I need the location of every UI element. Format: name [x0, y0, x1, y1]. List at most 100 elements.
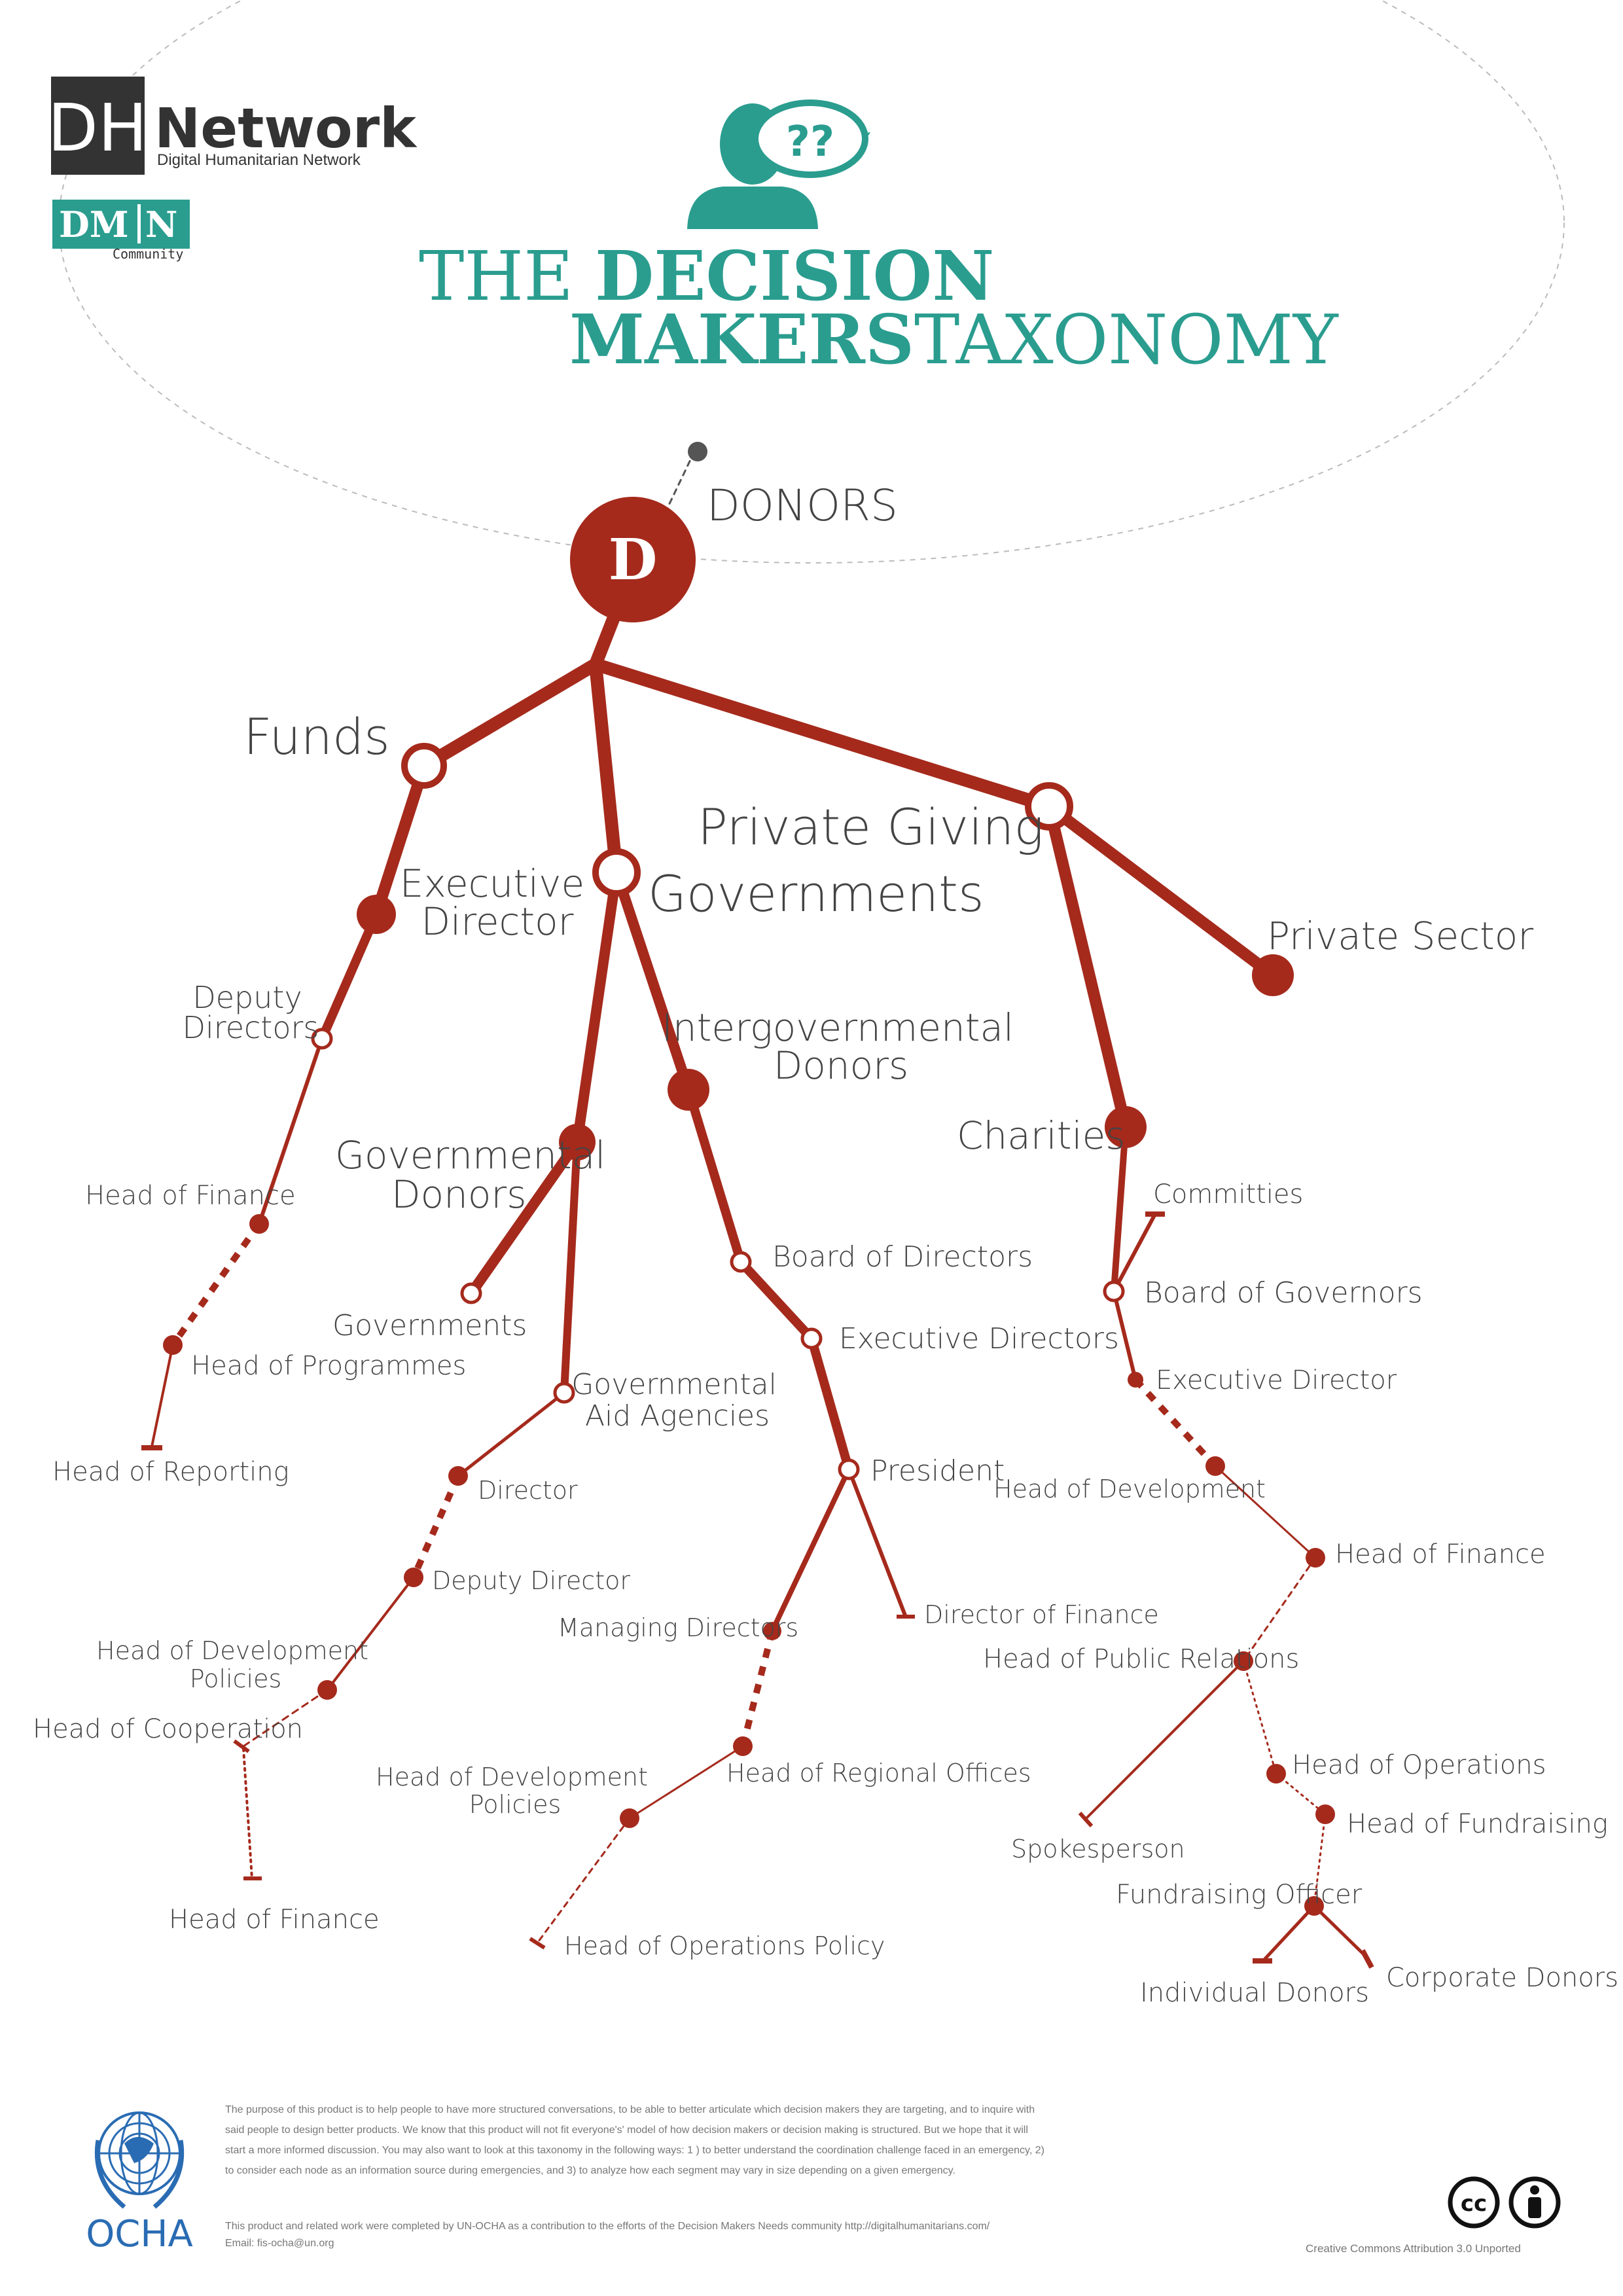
node-ch-head-dev: [1205, 1456, 1225, 1476]
background-dashed-ellipse: [58, 0, 1565, 564]
decision-maker-person-icon: ??: [687, 99, 870, 229]
label-funds-head-reporting: Head of Reporting: [52, 1457, 289, 1487]
node-gov-governments: [460, 1282, 482, 1304]
label-deputy-directors-1: Deputy: [192, 980, 302, 1015]
footer-license: Creative Commons Attribution 3.0 Unporte…: [1306, 2242, 1521, 2255]
node-funds-head-programmes: [163, 1335, 183, 1355]
label-gov-aid-1: Governmental: [571, 1368, 777, 1401]
label-gov-donors-1: Governmental: [335, 1133, 605, 1177]
edge-hub-funds: [418, 658, 602, 772]
ocha-logo: OCHA: [86, 2111, 193, 2255]
node-inter-exec: [800, 1327, 823, 1350]
tree-nodes: D: [163, 442, 1335, 1916]
label-inter-president: President: [870, 1454, 1005, 1488]
un-emblem-icon: [94, 2111, 185, 2209]
label-gov-aid-2: Aid Agencies: [585, 1399, 770, 1433]
label-private-sector: Private Sector: [1267, 914, 1533, 958]
label-gov-head-dev-2: Policies: [190, 1664, 282, 1693]
label-gov-head-coop: Head of Cooperation: [33, 1714, 303, 1744]
label-funds-head-finance: Head of Finance: [85, 1181, 296, 1211]
edge-hub-private: [589, 658, 1056, 813]
label-ch-head-fund: Head of Fundraising: [1347, 1809, 1608, 1839]
node-donors-letter: D: [609, 527, 658, 593]
label-charities: Charities: [957, 1113, 1126, 1158]
node-ch-head-fund: [1315, 1804, 1335, 1824]
label-ch-head-pr: Head of Public Relations: [983, 1644, 1299, 1674]
label-governments: Governments: [648, 865, 984, 923]
node-ch-head-finance: [1306, 1548, 1325, 1568]
label-inter-dir-finance: Director of Finance: [924, 1600, 1159, 1629]
cc-icon: [1448, 2176, 1500, 2229]
node-inter-board: [730, 1251, 752, 1273]
label-inter-head-dev-1: Head of Development: [376, 1763, 648, 1791]
node-governments: [592, 848, 641, 897]
title-the: THE: [419, 236, 595, 316]
label-gov-head-dev-1: Head of Development: [96, 1636, 368, 1665]
node-root-dot: [688, 442, 707, 461]
node-gov-aid-agencies: [553, 1382, 575, 1404]
dmn-logo-community: Community: [113, 246, 183, 262]
node-ch-exec: [1128, 1372, 1143, 1388]
node-executive-director: [357, 895, 396, 934]
footer-credit-text: This product and related work were compl…: [225, 2221, 990, 2232]
label-ch-fund-officer: Fundraising Officer: [1116, 1880, 1363, 1910]
dh-logo-mark: [51, 77, 145, 175]
label-ch-spokes: Spokesperson: [1011, 1835, 1185, 1863]
label-gov-head-finance: Head of Finance: [169, 1905, 380, 1935]
node-charities: [1105, 1106, 1147, 1148]
label-inter-board: Board of Directors: [772, 1240, 1033, 1274]
node-inter-president: [838, 1458, 860, 1480]
node-funds: [401, 743, 447, 789]
label-gov-director: Director: [478, 1476, 578, 1505]
node-ch-fund-officer: [1304, 1896, 1324, 1916]
label-exec-director-2: Director: [421, 899, 574, 944]
title-makers: MAKERS: [569, 299, 914, 380]
dmn-logo-n: N: [145, 204, 177, 245]
footer-email: Email: fis-ocha@un.org: [225, 2238, 334, 2249]
label-ch-head-finance: Head of Finance: [1335, 1539, 1546, 1570]
label-gov-governments: Governments: [332, 1309, 527, 1342]
label-gov-donors-2: Donors: [391, 1172, 526, 1217]
node-inter-head-dev: [620, 1808, 639, 1828]
dmn-logo-divider: [137, 204, 141, 243]
title-line-2: MAKERSTAXONOMY: [569, 299, 1339, 380]
label-donors: DONORS: [707, 480, 898, 531]
footer-purpose-text: The purpose of this product is to help p…: [225, 2104, 1044, 2176]
label-exec-director-1: Executive: [400, 861, 584, 906]
label-ch-head-dev: Head of Development: [993, 1475, 1266, 1503]
label-ch-corporate: Corporate Donors: [1386, 1963, 1618, 1993]
title-decision: DECISION: [595, 236, 994, 316]
dh-network-logo: DH Network Digital Humanitarian Network: [48, 77, 418, 175]
label-inter-2: Donors: [774, 1043, 908, 1088]
cc-icon-letters: cc: [1461, 2191, 1487, 2217]
label-ch-head-ops: Head of Operations: [1292, 1750, 1546, 1780]
label-inter-head-dev-2: Policies: [469, 1790, 562, 1819]
label-ch-board: Board of Governors: [1144, 1276, 1423, 1310]
label-deputy-directors-2: Directors: [183, 1010, 319, 1045]
node-private-sector: [1252, 954, 1294, 996]
node-gov-head-dev: [317, 1680, 337, 1700]
label-private-giving: Private Giving: [698, 798, 1044, 856]
label-inter-exec: Executive Directors: [839, 1322, 1119, 1355]
node-funds-head-finance: [249, 1214, 269, 1234]
label-inter-managing: Managing Directors: [558, 1613, 798, 1642]
label-inter-head-ops: Head of Operations Policy: [564, 1931, 885, 1960]
edge-root-dot: [665, 450, 696, 512]
question-marks-icon: ??: [786, 118, 834, 166]
node-ch-head-ops: [1266, 1764, 1286, 1784]
node-ch-head-pr: [1234, 1651, 1253, 1671]
creative-commons-badge: cc: [1448, 2176, 1561, 2229]
title-line-1: THE DECISION: [419, 236, 994, 316]
dmn-logo-dm: DM: [59, 204, 129, 245]
node-ch-board: [1103, 1280, 1125, 1302]
ocha-wordmark: OCHA: [86, 2213, 193, 2255]
label-ch-exec: Executive Director: [1156, 1365, 1397, 1395]
dmn-logo-box: [52, 200, 190, 249]
node-gov-director: [448, 1466, 468, 1486]
dh-logo-letters: DH: [48, 90, 147, 166]
node-governmental-donors: [559, 1124, 596, 1160]
node-private-giving: [1025, 782, 1073, 831]
label-gov-deputy-director: Deputy Director: [432, 1566, 630, 1595]
edge-hub-governments: [589, 658, 623, 879]
